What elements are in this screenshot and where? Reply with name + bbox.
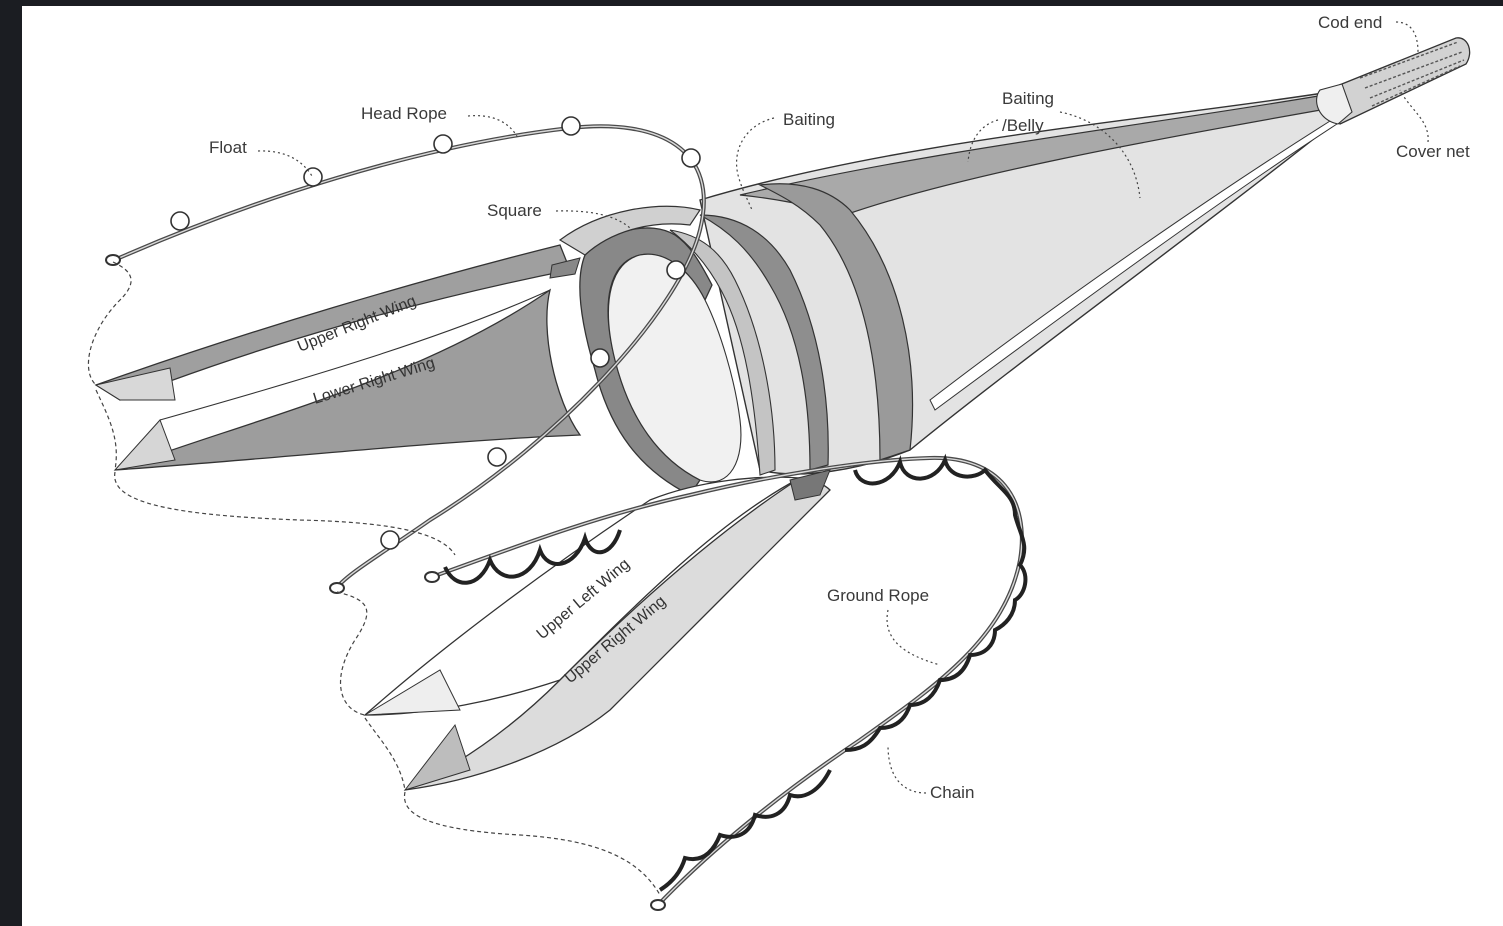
- float-5: [682, 149, 700, 167]
- float-6: [667, 261, 685, 279]
- label-baiting: Baiting: [783, 110, 835, 129]
- float-7: [591, 349, 609, 367]
- float-8: [488, 448, 506, 466]
- float-4: [562, 117, 580, 135]
- float-9: [381, 531, 399, 549]
- float-3: [434, 135, 452, 153]
- label-cover-net: Cover net: [1396, 142, 1470, 161]
- label-square: Square: [487, 201, 542, 220]
- label-float: Float: [209, 138, 247, 157]
- label-head-rope: Head Rope: [361, 104, 447, 123]
- label-baiting-belly-1: Baiting: [1002, 89, 1054, 108]
- label-baiting-belly-2: /Belly: [1002, 116, 1044, 135]
- label-cod-end: Cod end: [1318, 13, 1382, 32]
- float-1: [171, 212, 189, 230]
- float-2: [304, 168, 322, 186]
- label-ground-rope: Ground Rope: [827, 586, 929, 605]
- label-chain: Chain: [930, 783, 974, 802]
